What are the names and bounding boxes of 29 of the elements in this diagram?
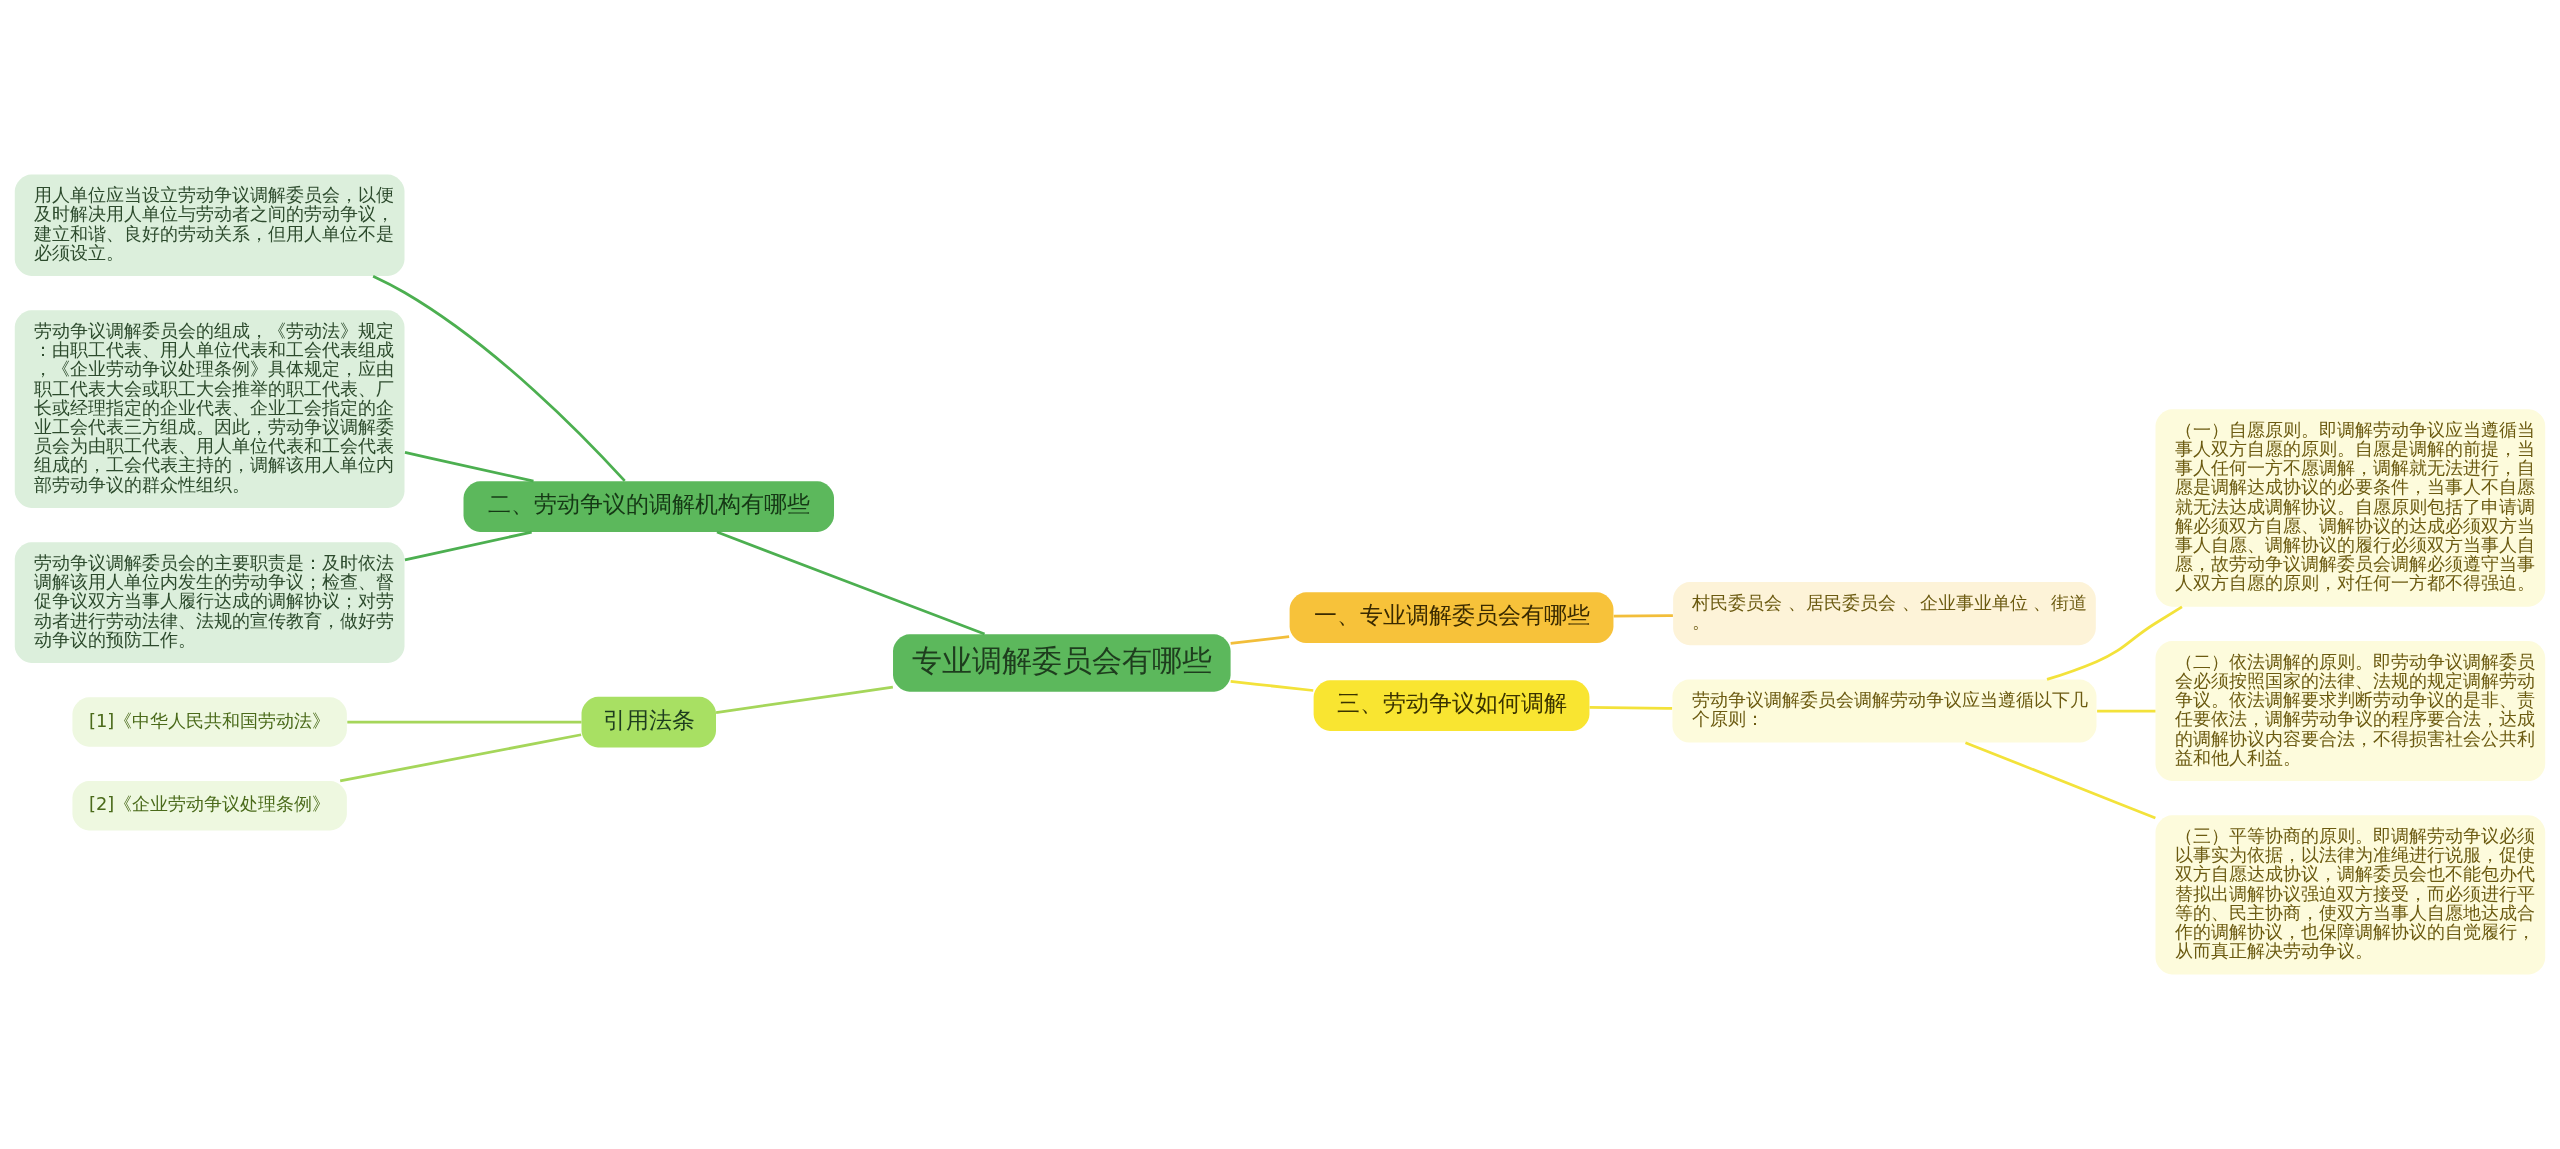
connector bbox=[1230, 680, 1314, 692]
node-box: 三、劳动争议如何调解 bbox=[1313, 680, 1590, 731]
node-box: 劳动争议调解委员会的主要职责是：及时依法调解该用人单位内发生的劳动争议；检查、督促争议双方当事人履行达成的调解协议；对劳动者进行劳动法律、法规的宣传教育，做好劳动争议的预防工作。 bbox=[14, 542, 405, 663]
connector bbox=[1589, 705, 1673, 710]
node-box: 引用法条 bbox=[581, 696, 716, 748]
connector bbox=[1230, 635, 1290, 645]
node-box: 劳动争议调解委员会的组成，《劳动法》规定：由职工代表、用人单位代表和工会代表组成，《企业劳动争议处理条例》具体规定，应由职工代表大会或职工大会推举的职工代表、厂长或经理指定的企业代表、企业工会指定的企业工会代表三方组成。因此，劳动争议调解委员会为由职工代表、用人单位代表和工会代表组成的，工会代表主持的，调解该用人单位内部劳动争议的群众性组织。 bbox=[14, 310, 405, 508]
node-box: 二、劳动争议的调解机构有哪些 bbox=[463, 481, 834, 532]
node-box: （一）自愿原则。即调解劳动争议应当遵循当事人双方自愿的原则。自愿是调解的前提，当事人任何一方不愿调解，调解就无法进行，自愿是调解达成协议的必要条件，当事人不自愿就无法达成调解协议。自愿原则包括了申请调解必须双方自愿、调解协议的达成必须双方当事人自愿、调解协议的履行必须双方当事人自愿，故劳动争议调解委员会调解必须遵守当事人双方自愿的原则，对任何一方都不得强迫。 bbox=[2155, 409, 2546, 607]
node-box: （二）依法调解的原则。即劳动争议调解委员会必须按照国家的法律、法规的规定调解劳动争议。依法调解要求判断劳动争议的是非、责任要依法，调解劳动争议的程序要合法，达成的调解协议内容要合法，不得损害社会公共利益和他人利益。 bbox=[2155, 641, 2546, 781]
node-box: （三）平等协商的原则。即调解劳动争议必须以事实为依据，以法律为准绳进行说服，促使双方自愿达成协议，调解委员会也不能包办代替拟出调解协议强迫双方接受，而必须进行平等的、民主协商，使双方当事人自愿地达成合作的调解协议，也保障调解协议的自觉履行，从而真正解决劳动争议。 bbox=[2155, 815, 2546, 975]
node-box: 用人单位应当设立劳动争议调解委员会，以便及时解决用人单位与劳动者之间的劳动争议，建立和谐、良好的劳动关系，但用人单位不是必须设立。 bbox=[14, 174, 405, 277]
connector bbox=[347, 720, 582, 724]
connector bbox=[1964, 741, 2156, 820]
connector bbox=[404, 530, 532, 562]
node-box: 专业调解委员会有哪些 bbox=[893, 634, 1231, 692]
connector bbox=[339, 733, 582, 783]
node-box: 一、专业调解委员会有哪些 bbox=[1289, 592, 1614, 644]
connector bbox=[1613, 614, 1673, 618]
connector bbox=[2097, 709, 2156, 713]
connector bbox=[404, 451, 534, 483]
node-box: 村民委员会 、居民委员会 、企业事业单位 、街道。 bbox=[1673, 582, 2096, 646]
node-box: [1]《中华人民共和国劳动法》 bbox=[72, 697, 347, 747]
connector bbox=[372, 274, 626, 482]
node-box: 劳动争议调解委员会调解劳动争议应当遵循以下几个原则： bbox=[1672, 679, 2097, 743]
connector bbox=[2046, 605, 2183, 681]
connector bbox=[716, 530, 986, 636]
connector bbox=[715, 685, 894, 714]
node-box: [2]《企业劳动争议处理条例》 bbox=[72, 781, 347, 831]
